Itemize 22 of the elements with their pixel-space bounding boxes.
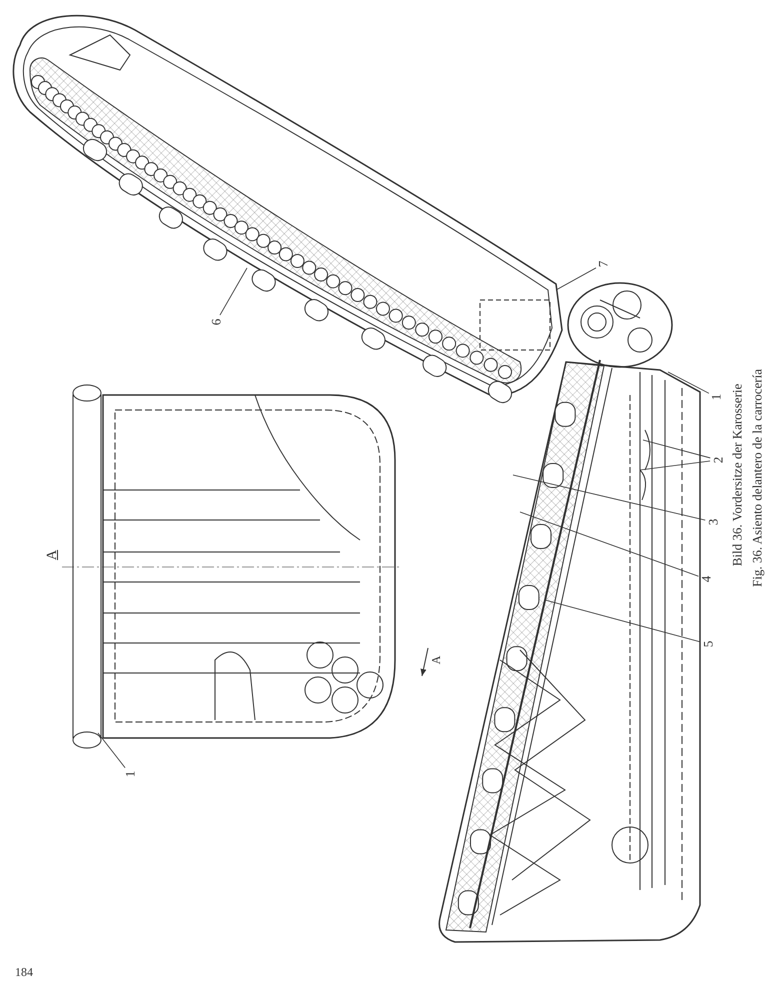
callout-number: 1 (710, 394, 722, 400)
callout-number: 5 (702, 640, 714, 648)
leader-line (640, 460, 710, 470)
callout-number: 6 (210, 318, 222, 326)
callout-number: 4 (700, 576, 712, 582)
leader-line (512, 474, 706, 521)
page-number: 184 (15, 966, 33, 978)
callout-number: 2 (712, 456, 724, 464)
caption: Bild 36. Vordersitze der Karosserie (730, 384, 744, 566)
caption-spanish: Fig. 36. Asiento delantero de la carrocería (750, 368, 764, 588)
leader-line (520, 512, 699, 577)
callout-number: 7 (596, 260, 610, 268)
leader-line (220, 268, 248, 316)
view-label: A (46, 550, 60, 560)
callout-number: 3 (706, 518, 720, 526)
leader-line (642, 440, 711, 458)
leader-line (668, 372, 710, 394)
leader-line (556, 267, 596, 290)
section-label: A (430, 656, 442, 664)
leader-line (544, 600, 701, 642)
leader-line (98, 732, 126, 768)
callout-number: 1 (124, 770, 136, 778)
